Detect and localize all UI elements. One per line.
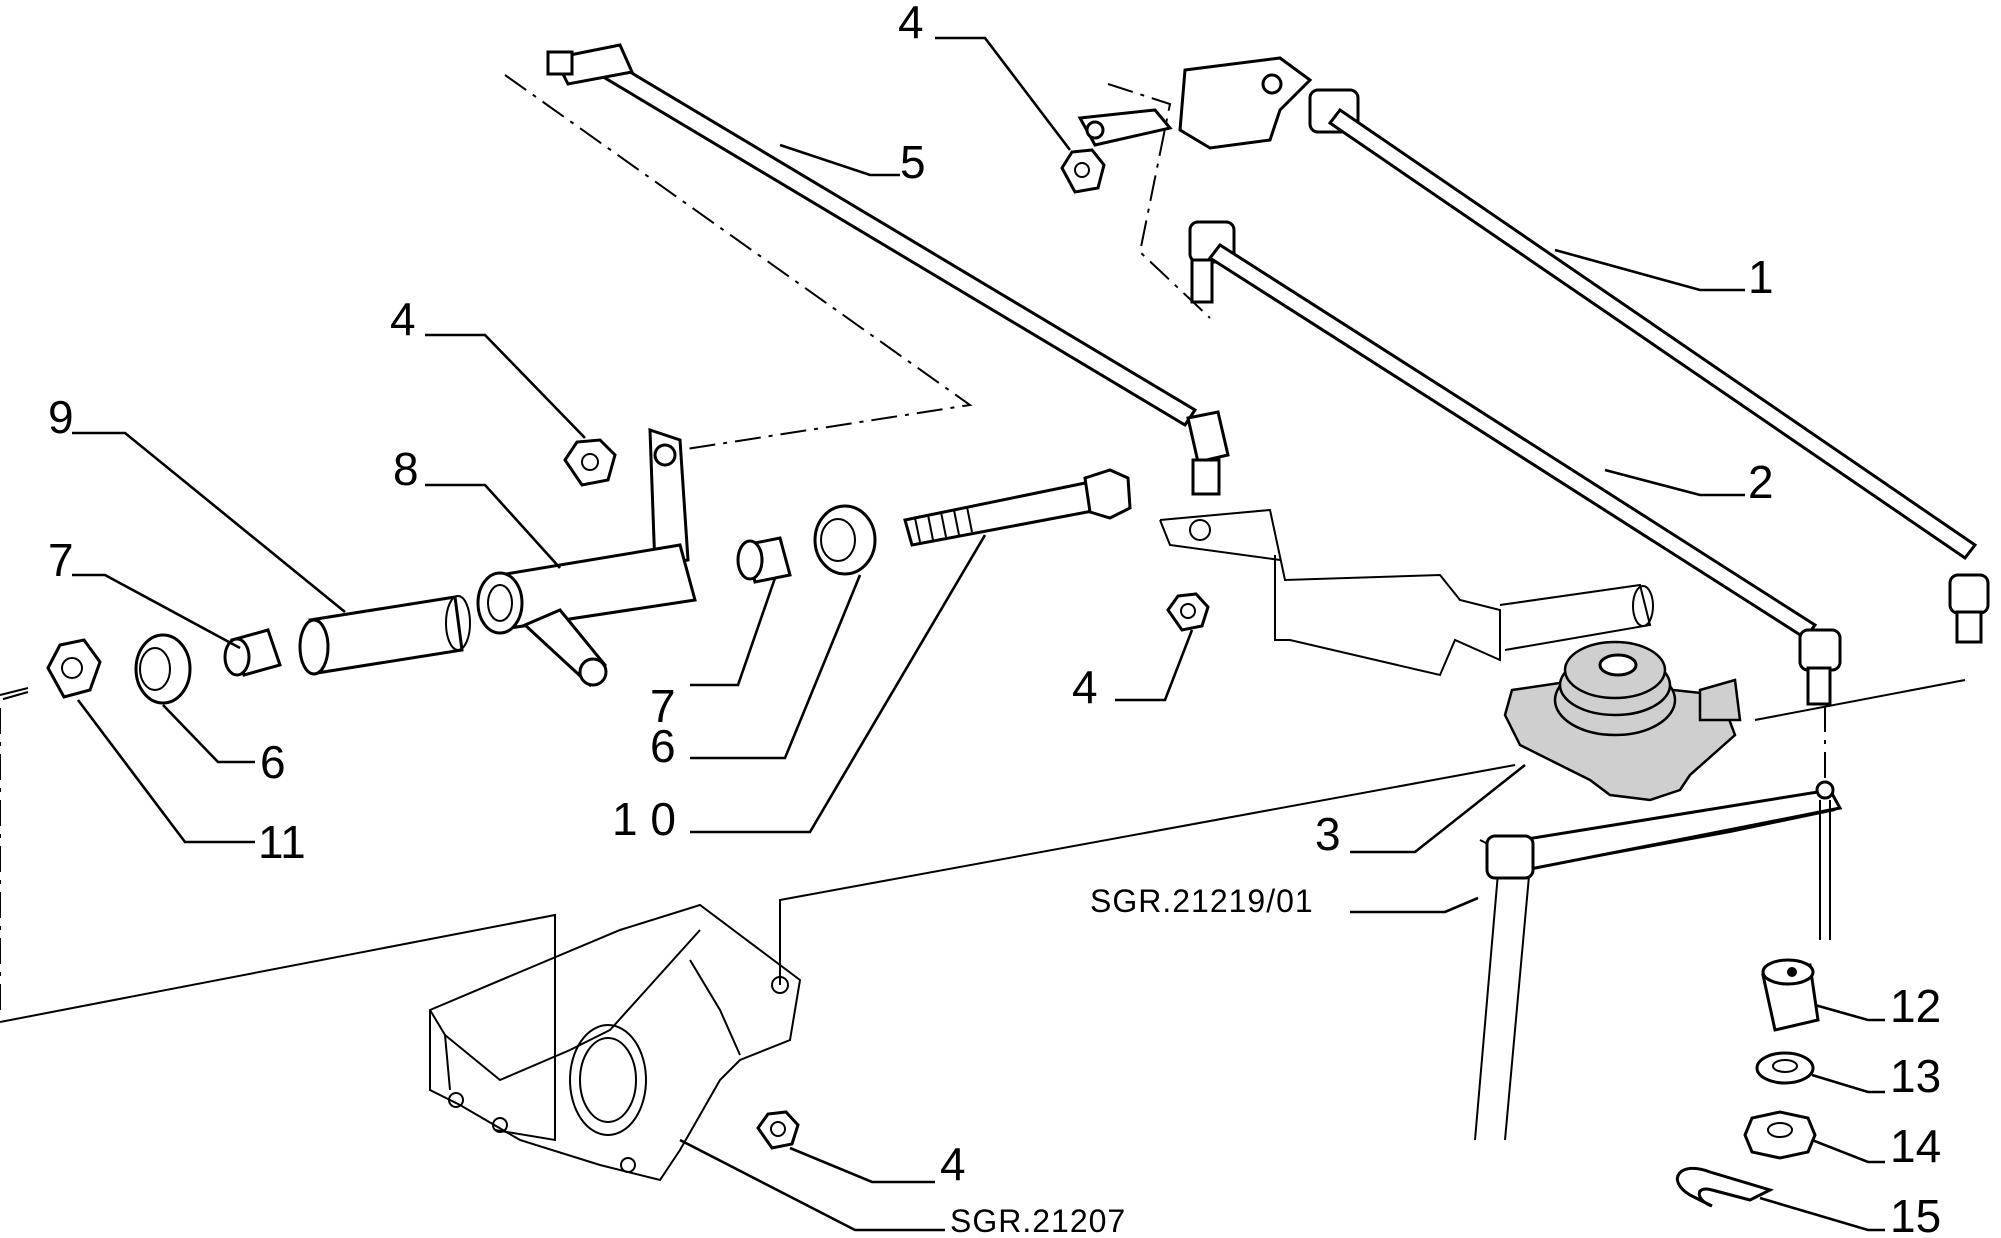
part-7-bushing-mid	[736, 536, 792, 584]
part-6-bushing-left	[134, 633, 192, 705]
callout-5: 5	[900, 136, 926, 188]
callout-1: 1	[1748, 251, 1774, 303]
part-15-spring-clip	[1676, 1166, 1775, 1208]
assembly-line	[1754, 679, 1966, 721]
leader-lines	[72, 36, 1885, 1232]
part-4-nut-bottom	[756, 1110, 800, 1150]
part-3-rubber-mount	[1503, 640, 1742, 802]
reference-sgr-21219-01: SGR.21219/01	[1090, 883, 1314, 919]
part-6-bushing-mid	[813, 504, 877, 576]
part-5-rod	[546, 43, 1230, 496]
phantom-line	[0, 691, 29, 1010]
callout-15: 15	[1890, 1190, 1941, 1238]
phantom-line	[504, 74, 973, 451]
callout-13: 13	[1890, 1050, 1941, 1102]
callout-12: 12	[1890, 980, 1941, 1032]
part-7-bushing-left	[223, 628, 282, 677]
part-10-bolt	[903, 468, 1132, 547]
part-8-lever-shaft	[476, 427, 697, 688]
part-9-tube	[298, 595, 471, 676]
part-13-washer	[1755, 1051, 1815, 1085]
part-12-sleeve	[1761, 958, 1820, 1032]
callout-11: 11	[258, 816, 306, 868]
part-14-nut	[1743, 1110, 1817, 1160]
callout-3: 3	[1315, 808, 1341, 860]
assembly-line	[779, 764, 1516, 985]
callout-6-mid: 6	[650, 720, 676, 772]
shift-shaft-and-arm	[1474, 780, 1843, 1141]
callout-10: 1 0	[612, 793, 676, 845]
callout-7-mid: 7	[650, 680, 676, 732]
part-11-nut	[46, 638, 102, 699]
callout-7-left: 7	[48, 534, 74, 586]
assembly-line	[0, 913, 556, 1142]
support-bracket-middle	[1159, 508, 1654, 677]
part-4-nut-left	[563, 438, 617, 487]
assembly-line	[0, 687, 29, 696]
callout-9: 9	[48, 391, 74, 443]
reference-sgr-21207: SGR.21207	[950, 1203, 1126, 1238]
callout-4-left: 4	[390, 293, 416, 345]
phantom-line	[1107, 83, 1211, 319]
gearbox-housing-bottom	[429, 903, 802, 1182]
callout-4-bottom: 4	[940, 1138, 966, 1190]
callout-4-mid: 4	[1072, 661, 1098, 713]
callout-4-top: 4	[898, 0, 924, 48]
callout-8: 8	[393, 443, 419, 495]
part-4-nut-top	[1060, 148, 1106, 194]
callout-2: 2	[1748, 456, 1774, 508]
part-1-rod-with-bracket	[1077, 56, 1990, 644]
part-4-nut-mid	[1166, 592, 1210, 632]
callout-14: 14	[1890, 1120, 1941, 1172]
callout-6-left: 6	[260, 736, 286, 788]
part-2-rod	[1188, 220, 1842, 706]
